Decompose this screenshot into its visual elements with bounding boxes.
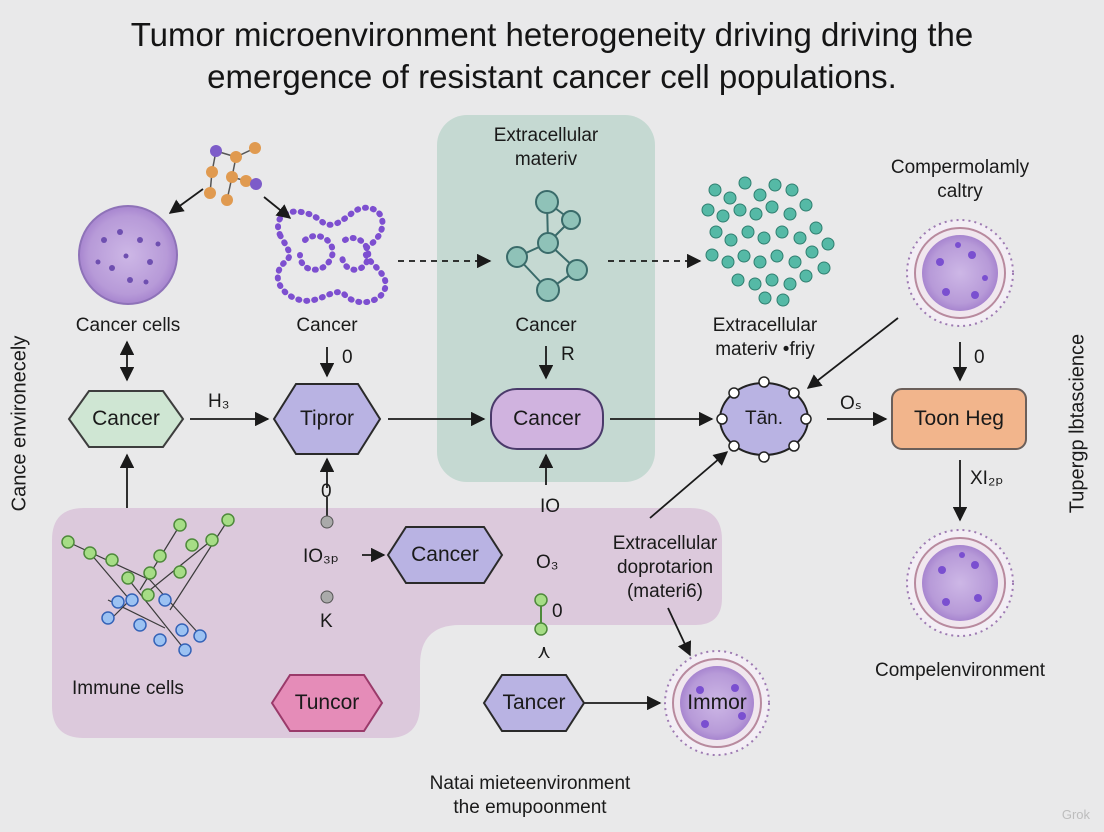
tan-label: Tān. [720,383,808,455]
bottom-label-1: Natai mieteenvironment [429,773,631,794]
ecm-network [506,190,588,302]
o3-lollipop [534,593,548,636]
edge-label-o-small: 0 [552,601,563,622]
tancer-text: Tancer [502,691,566,714]
edge-label-r: R [561,344,575,365]
tancer-label: Tancer [484,675,584,731]
ecm-panel-title-1: Extracellular [493,125,599,146]
immor-text: Immor [687,691,747,714]
molecule-cluster [204,142,262,206]
edge-label-os: Oₛ [840,393,862,414]
ecm-panel-title-2: materiv [514,149,578,170]
edge-label-io: IO [540,496,561,517]
immor-cell [664,650,770,756]
toon-heg-node [891,388,1027,450]
cancer-green-node [67,390,185,448]
ecm-bead-cluster [701,176,835,307]
tipror-node [272,383,382,455]
title-line-2: emergence of resistant cancer cell popul… [207,58,897,95]
ecm-label-2: materiv •friy [715,339,815,360]
edge-label-caret: ⋏ [537,642,551,663]
compelenvironment-label: Compelenvironment [874,660,1046,681]
left-side-label: Cance environecely [8,335,31,512]
io3p-lollipop [320,497,334,604]
compartment-label-1: Compermolamly [890,157,1030,178]
immune-network [61,513,235,657]
title-line-1: Tumor microenvironment heterogeneity dri… [130,16,974,53]
tuncor-label: Tuncor [272,675,382,731]
ecm-dop-label-3: (materi6) [626,581,703,602]
watermark: Grok [1061,807,1090,822]
cancer-purple-node [386,526,504,584]
edge-label-xl2p: XI₂ₚ [970,468,1004,489]
tancer-node [482,674,586,732]
tuncor-node [270,674,384,732]
cancer-chain-label: Cancer [296,315,358,336]
arrows [119,188,968,711]
cancer-purple-text: Cancer [411,543,479,566]
cancer-purple-label: Cancer [388,527,502,583]
ecm-label-1: Extracellular [712,315,818,336]
ecm-dop-label-1: Extracellular [612,533,718,554]
cancer-bead-chain [274,204,389,306]
immor-label: Immor [665,675,769,731]
cancer-network-label: Cancer [515,315,577,336]
compartment-label-2: caltry [937,181,983,202]
edge-label-h3: H₃ [208,391,230,412]
bottom-label-2: the emupoonment [453,797,607,818]
cancer-green-text: Cancer [92,407,160,430]
tan-text: Tān. [744,408,784,429]
edge-label-k: K [320,611,333,632]
toon-heg-text: Toon Heg [914,407,1004,430]
cancer-center-label: Cancer [491,389,603,449]
immune-cells-label: Immune cells [72,678,184,699]
cancer-green-label: Cancer [69,391,183,447]
edge-label-o-tipror: 0 [342,347,353,368]
edge-label-slash-o: 0 [321,481,332,502]
edge-label-io3p: IO₃ₚ [303,546,339,567]
ecm-dop-label-2: doprotarion [616,557,714,578]
cancer-center-node [490,388,604,450]
right-side-label: Tupergp lbtascience [1066,333,1089,514]
toon-heg-label: Toon Heg [892,389,1026,449]
edge-label-o3: O₃ [536,552,559,573]
tipror-label: Tipror [274,384,380,454]
tan-node-shape [716,376,812,463]
immune-panel [52,508,722,738]
tuncor-text: Tuncor [294,691,360,714]
edge-label-o-toon: 0 [974,347,985,368]
compartment-cell-top [906,219,1014,327]
cancer-cell-image [78,205,178,305]
diagram-title: Tumor microenvironment heterogeneity dri… [0,14,1104,98]
cancer-center-text: Cancer [513,407,581,430]
tipror-text: Tipror [299,407,355,430]
cancer-cells-label: Cancer cells [75,315,181,336]
compartment-cell-bottom [906,529,1014,637]
